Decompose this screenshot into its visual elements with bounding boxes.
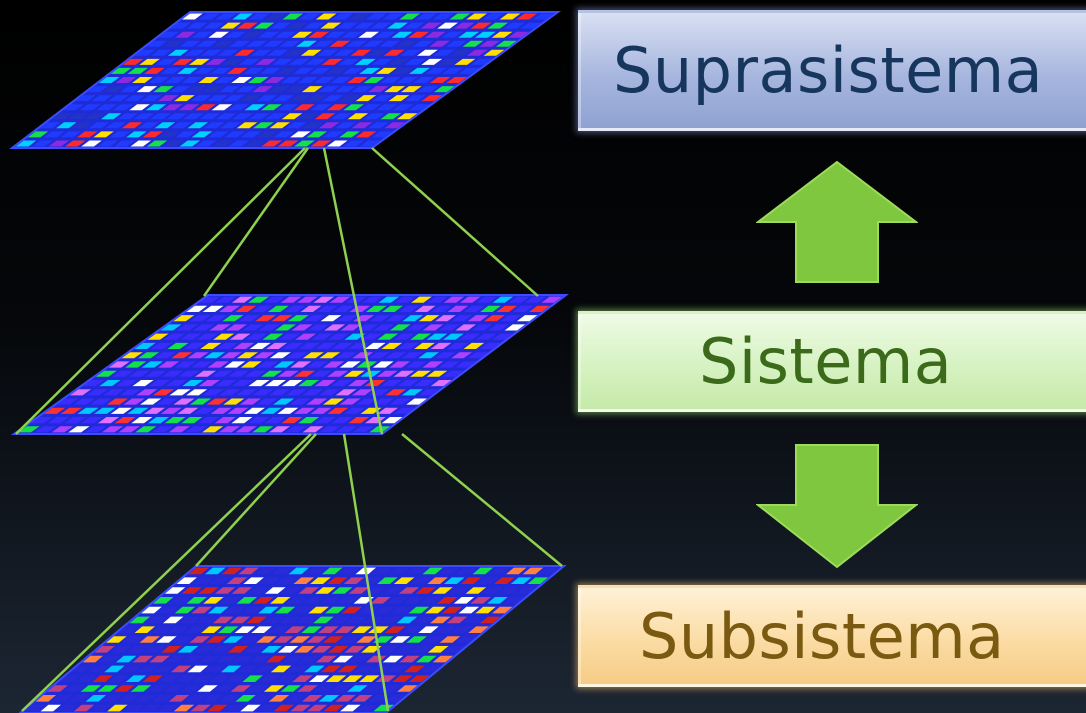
subsistema-label: Subsistema — [639, 599, 1005, 673]
up-arrow-icon — [756, 160, 918, 283]
suprasistema-layer — [9, 11, 562, 149]
suprasistema-box: Suprasistema — [578, 10, 1086, 131]
sistema-label: Sistema — [699, 325, 953, 398]
sistema-box: Sistema — [578, 311, 1086, 412]
subsistema-box: Subsistema — [578, 585, 1086, 687]
sistema-layer — [10, 294, 569, 435]
layer-connectors — [15, 147, 563, 712]
subsistema-layer — [18, 565, 567, 713]
suprasistema-label: Suprasistema — [613, 34, 1044, 107]
layer-stack — [9, 11, 569, 713]
down-arrow-icon — [756, 444, 918, 569]
